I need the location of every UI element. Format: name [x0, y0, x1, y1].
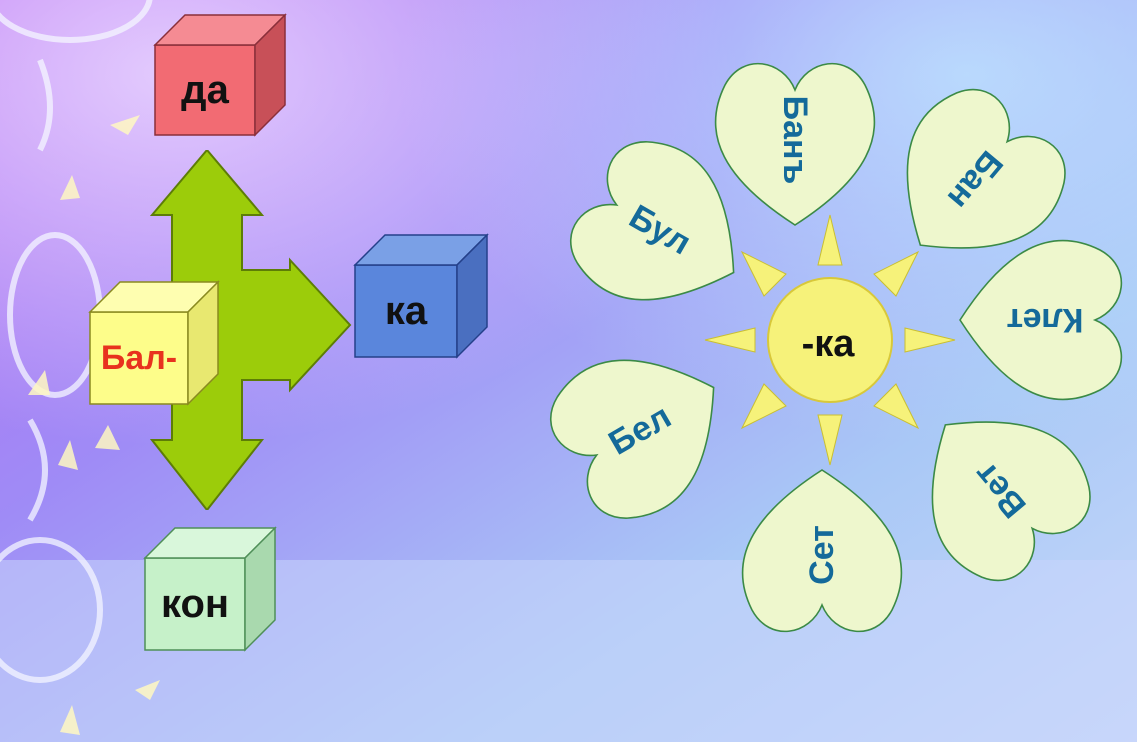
sun-circle [767, 277, 893, 403]
flower-center-label: -ка [801, 323, 855, 365]
sun-decoration [704, 214, 956, 466]
ending-cube-bottom: кон [143, 526, 277, 652]
petal-label-4: Сет [803, 525, 841, 585]
ending-cube-right: ка [353, 233, 489, 359]
ray-decoration [28, 115, 160, 735]
petal-label-2: Клет [1006, 301, 1084, 339]
ending-label-bottom: кон [160, 581, 230, 626]
root-cube: Бал- [88, 280, 220, 406]
ending-label-right: ка [384, 288, 428, 333]
ending-label-top: да [181, 67, 229, 112]
ending-cube-top: да [153, 13, 287, 137]
root-label: Бал- [100, 338, 178, 377]
